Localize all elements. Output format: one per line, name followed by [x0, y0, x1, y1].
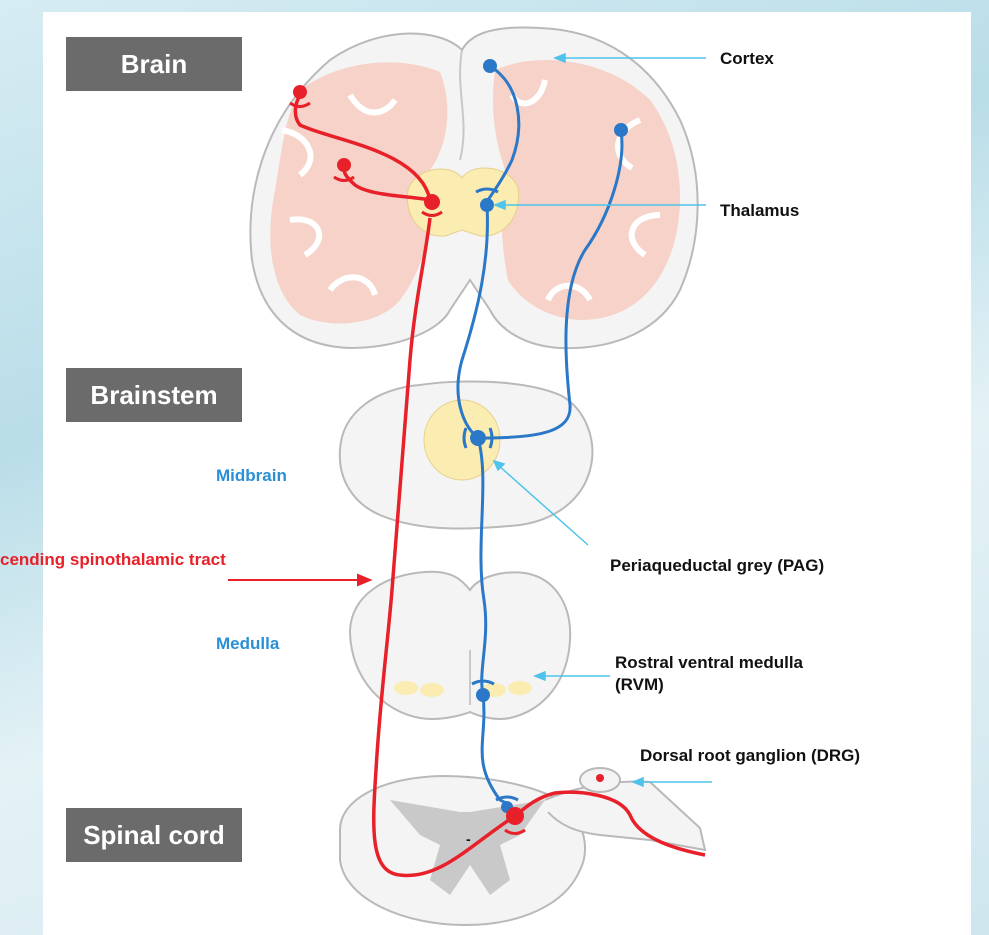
rvm-nucleus-1	[394, 681, 418, 695]
medulla-label: Medulla	[216, 633, 279, 655]
spinal-cord-section	[340, 768, 705, 925]
midbrain-section	[340, 381, 593, 528]
red-neuron-thalamus	[424, 194, 440, 210]
thalamus-label: Thalamus	[720, 200, 799, 222]
blue-neuron-cortex-1	[483, 59, 497, 73]
spinal-cord-label: Spinal cord	[66, 808, 242, 862]
blue-neuron-rvm	[476, 688, 490, 702]
rvm-label-line2: (RVM)	[615, 674, 664, 696]
rvm-nucleus-4	[508, 681, 532, 695]
blue-neuron-thalamus	[480, 198, 494, 212]
cortex-label: Cortex	[720, 48, 774, 70]
brain-section	[250, 27, 697, 348]
red-neuron-cortex-2	[337, 158, 351, 172]
spinal-center-mark: -	[466, 828, 471, 850]
brainstem-label: Brainstem	[66, 368, 242, 422]
midbrain-label: Midbrain	[216, 465, 287, 487]
rvm-nucleus-2	[420, 683, 444, 697]
pag-label: Periaqueductal grey (PAG)	[610, 555, 824, 577]
brain-label: Brain	[66, 37, 242, 91]
drg-label: Dorsal root ganglion (DRG)	[640, 745, 860, 767]
blue-neuron-pag	[470, 430, 486, 446]
blue-neuron-cortex-2	[614, 123, 628, 137]
red-neuron-drg	[596, 774, 604, 782]
red-neuron-spinal	[506, 807, 524, 825]
tract-arrow	[228, 575, 370, 585]
spinothalamic-tract-label: cending spinothalamic tract	[0, 549, 226, 571]
red-neuron-cortex-1	[293, 85, 307, 99]
rvm-label-line1: Rostral ventral medulla	[615, 652, 803, 674]
